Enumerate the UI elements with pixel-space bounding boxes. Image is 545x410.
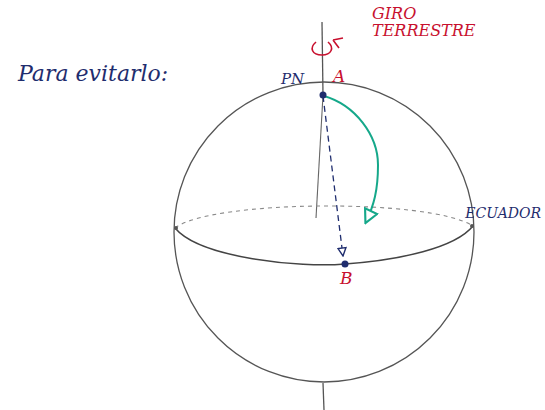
axis-line <box>322 22 323 95</box>
equator-label: ECUADOR <box>465 206 541 221</box>
point-label: B <box>340 270 353 288</box>
equator-end <box>174 226 178 230</box>
sphere-outline <box>174 82 474 382</box>
point-b <box>342 261 349 268</box>
pole-label: PN <box>281 72 304 88</box>
rotation-arrow <box>312 42 331 55</box>
rotation-label: GIRO TERRESTRE <box>372 6 472 40</box>
rotation-arrow-head <box>333 38 343 48</box>
deflected-path <box>324 96 378 222</box>
note-text: Para evitarlo: <box>18 62 168 85</box>
point-a <box>320 92 327 99</box>
equator-front <box>175 226 473 265</box>
equator-end <box>470 224 474 228</box>
point-label: A <box>333 68 345 86</box>
equator-back <box>175 206 473 228</box>
axis-line <box>316 95 323 218</box>
axis-line <box>323 383 324 410</box>
straight-path <box>323 96 343 256</box>
